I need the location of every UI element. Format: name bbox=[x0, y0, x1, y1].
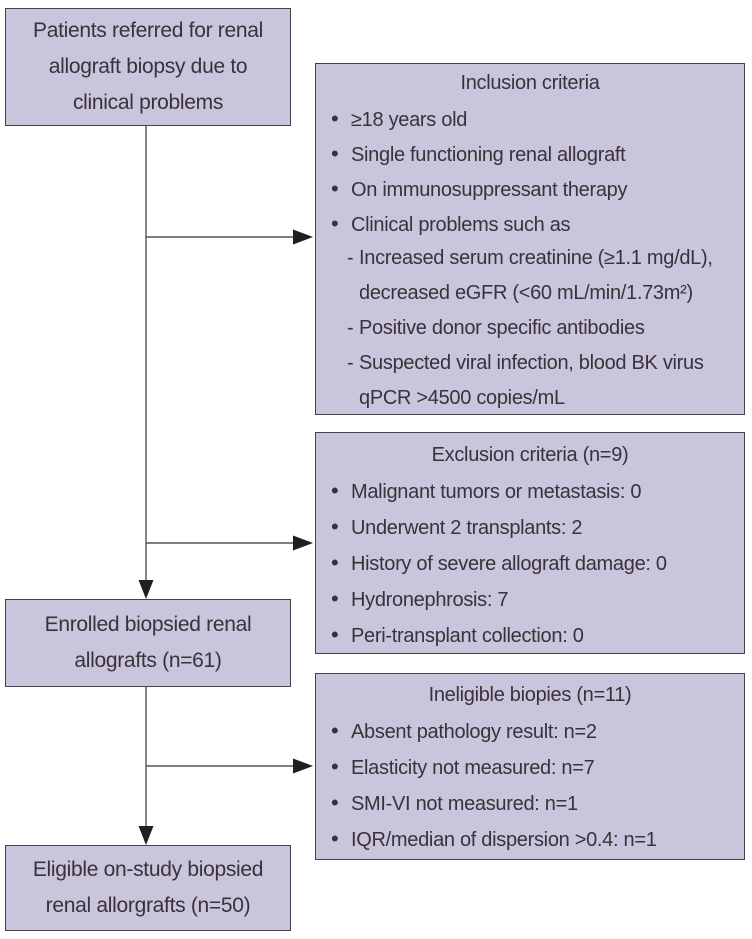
bullet-icon: • bbox=[331, 211, 339, 236]
criteria-item: • History of severe allograft damage: 0 bbox=[316, 545, 744, 581]
criteria-text: Absent pathology result: n=2 bbox=[351, 721, 597, 743]
bullet-icon: • bbox=[331, 790, 339, 815]
bullet-icon: • bbox=[331, 754, 339, 779]
bullet-icon: • bbox=[331, 106, 339, 131]
box-eligible: Eligible on-study biopsied renal allorgr… bbox=[5, 845, 291, 931]
dash-icon: - bbox=[347, 317, 354, 339]
criteria-text: Suspected viral infection, blood BK viru… bbox=[359, 352, 704, 374]
criteria-text: decreased eGFR (<60 mL/min/1.73m²) bbox=[359, 282, 693, 304]
box-enrolled: Enrolled biopsied renal allografts (n=61… bbox=[5, 599, 291, 687]
criteria-text: Underwent 2 transplants: 2 bbox=[351, 517, 583, 539]
box-exclusion-criteria: Exclusion criteria (n=9) • Malignant tum… bbox=[315, 432, 745, 654]
criteria-text: Elasticity not measured: n=7 bbox=[351, 757, 595, 779]
box-text-line: clinical problems bbox=[72, 91, 224, 114]
dash-icon: - bbox=[347, 352, 354, 374]
arrowhead-right-to-inclusion bbox=[293, 229, 313, 245]
criteria-subitem: - Increased serum creatinine (≥1.1 mg/dL… bbox=[316, 241, 744, 276]
criteria-item: • Malignant tumors or metastasis: 0 bbox=[316, 473, 744, 509]
criteria-item: • On immunosuppressant therapy bbox=[316, 171, 744, 206]
bullet-icon: • bbox=[331, 514, 339, 539]
criteria-text: qPCR >4500 copies/mL bbox=[359, 387, 565, 409]
arrowhead-down-to-eligible bbox=[138, 826, 154, 845]
inclusion-title: Inclusion criteria bbox=[460, 72, 600, 94]
criteria-subitem-continuation: qPCR >4500 copies/mL bbox=[316, 381, 744, 416]
bullet-icon: • bbox=[331, 176, 339, 201]
criteria-text: Clinical problems such as bbox=[351, 214, 571, 236]
criteria-text: Increased serum creatinine (≥1.1 mg/dL), bbox=[359, 247, 713, 269]
criteria-item: • Hydronephrosis: 7 bbox=[316, 581, 744, 617]
box-text-line: Eligible on-study biopsied bbox=[32, 858, 264, 881]
criteria-text: Positive donor specific antibodies bbox=[359, 317, 645, 339]
criteria-text: Peri-transplant collection: 0 bbox=[351, 625, 584, 647]
bullet-icon: • bbox=[331, 826, 339, 851]
criteria-item: • Elasticity not measured: n=7 bbox=[316, 749, 744, 785]
bullet-icon: • bbox=[331, 141, 339, 166]
criteria-item: • Single functioning renal allograft bbox=[316, 136, 744, 171]
box-text-line: renal allorgrafts (n=50) bbox=[45, 894, 251, 917]
criteria-subitem: - Suspected viral infection, blood BK vi… bbox=[316, 346, 744, 381]
dash-icon: - bbox=[347, 247, 354, 269]
bullet-icon: • bbox=[331, 550, 339, 575]
criteria-text: On immunosuppressant therapy bbox=[351, 179, 628, 201]
bullet-icon: • bbox=[331, 478, 339, 503]
ineligible-title: Ineligible biopies (n=11) bbox=[428, 684, 632, 706]
box-patients-referred: Patients referred for renal allograft bi… bbox=[5, 8, 291, 126]
criteria-subitem-continuation: decreased eGFR (<60 mL/min/1.73m²) bbox=[316, 276, 744, 311]
criteria-item: • Absent pathology result: n=2 bbox=[316, 713, 744, 749]
bullet-icon: • bbox=[331, 622, 339, 647]
box-ineligible-biopsies: Ineligible biopies (n=11) • Absent patho… bbox=[315, 673, 745, 860]
criteria-item: • Clinical problems such as bbox=[316, 206, 744, 241]
criteria-text: Single functioning renal allograft bbox=[351, 144, 626, 166]
criteria-item: • ≥18 years old bbox=[316, 101, 744, 136]
box-text-line: Patients referred for renal bbox=[32, 19, 264, 42]
bullet-icon: • bbox=[331, 718, 339, 743]
criteria-item: • SMI-VI not measured: n=1 bbox=[316, 785, 744, 821]
criteria-item: • Peri-transplant collection: 0 bbox=[316, 617, 744, 653]
box-text-line: Enrolled biopsied renal bbox=[44, 613, 252, 636]
arrowhead-right-to-exclusion bbox=[293, 535, 313, 551]
criteria-item: • IQR/median of dispersion >0.4: n=1 bbox=[316, 821, 744, 857]
criteria-subitem: - Positive donor specific antibodies bbox=[316, 311, 744, 346]
box-text-line: allograft biopsy due to bbox=[48, 55, 248, 78]
criteria-text: Malignant tumors or metastasis: 0 bbox=[351, 481, 642, 503]
exclusion-title: Exclusion criteria (n=9) bbox=[431, 444, 629, 466]
arrowhead-down-to-enrolled bbox=[138, 580, 154, 599]
criteria-text: History of severe allograft damage: 0 bbox=[351, 553, 667, 575]
criteria-text: ≥18 years old bbox=[351, 109, 468, 131]
arrowhead-right-to-ineligible bbox=[293, 758, 313, 774]
criteria-text: SMI-VI not measured: n=1 bbox=[351, 793, 578, 815]
bullet-icon: • bbox=[331, 586, 339, 611]
criteria-text: Hydronephrosis: 7 bbox=[351, 589, 509, 611]
box-text-line: allografts (n=61) bbox=[74, 649, 222, 672]
criteria-item: • Underwent 2 transplants: 2 bbox=[316, 509, 744, 545]
box-inclusion-criteria: Inclusion criteria • ≥18 years old • Sin… bbox=[315, 63, 745, 415]
criteria-text: IQR/median of dispersion >0.4: n=1 bbox=[351, 829, 657, 851]
